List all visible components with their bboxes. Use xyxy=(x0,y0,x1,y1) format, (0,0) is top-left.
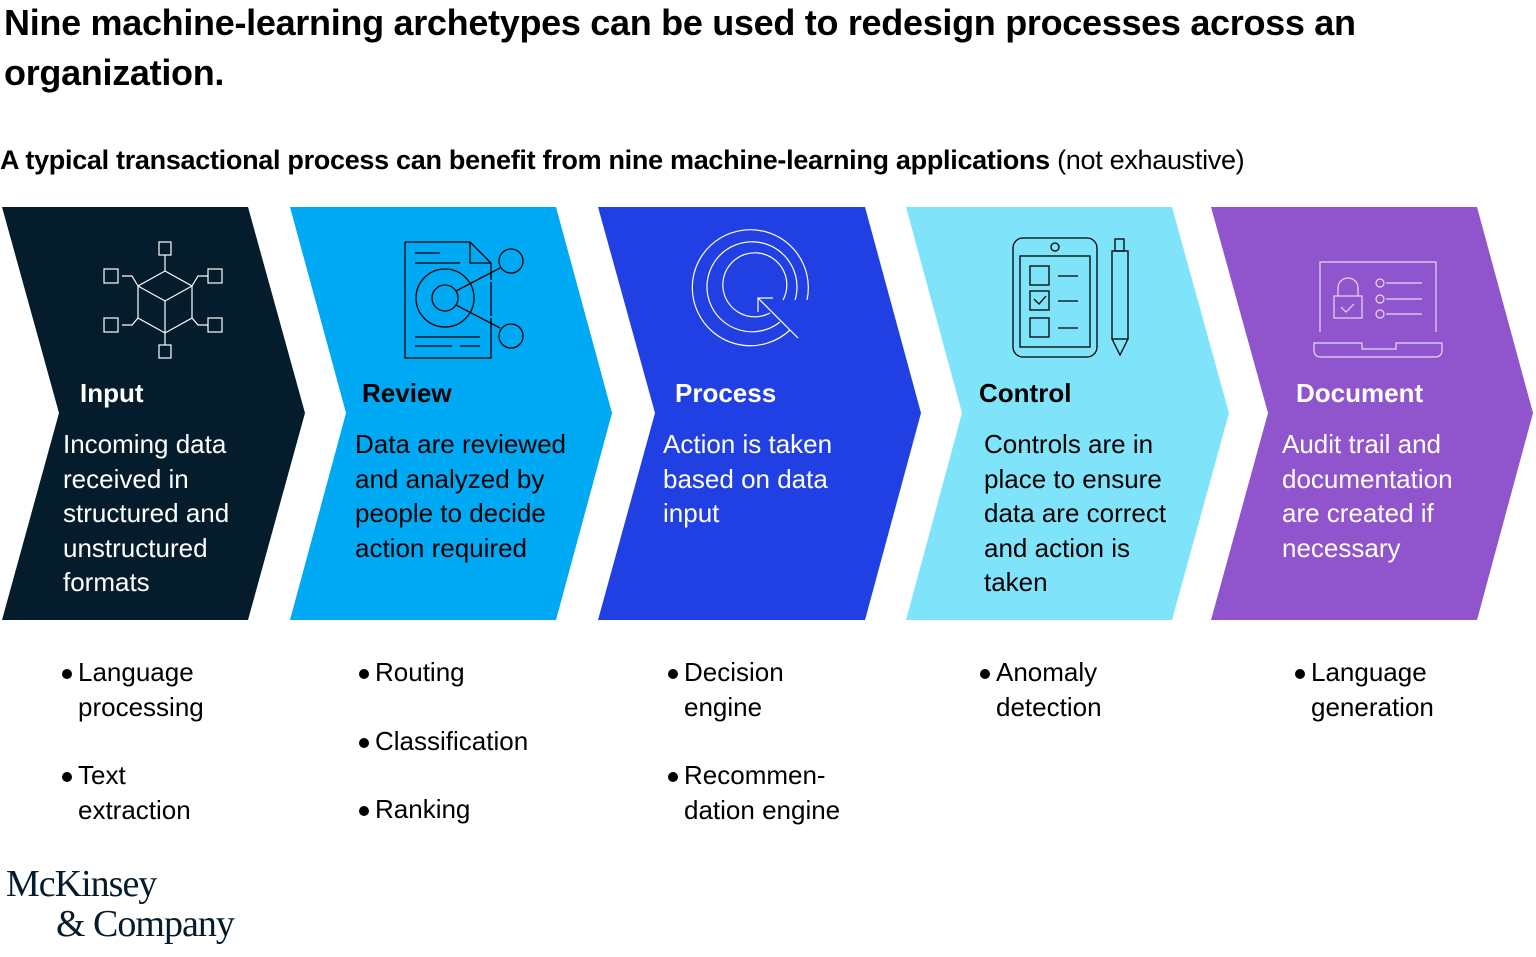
application-item: Ranking xyxy=(359,792,569,827)
subtitle-main: A typical transactional process can bene… xyxy=(0,145,1050,175)
applications-document: Language generation xyxy=(1295,655,1455,758)
application-item: Classification xyxy=(359,724,569,759)
logo-line-2: & Company xyxy=(56,903,235,945)
stage-description-control: Controls are in place to ensure data are… xyxy=(984,429,1167,597)
applications-input: Language processing Text extraction xyxy=(62,655,232,861)
application-item: Recommen-dation engine xyxy=(668,758,853,827)
chevron-review xyxy=(290,207,612,620)
application-item: Language generation xyxy=(1295,655,1455,724)
subtitle-note: (not exhaustive) xyxy=(1057,145,1245,175)
stage-title-process: Process xyxy=(675,378,777,408)
applications-review: Routing Classification Ranking xyxy=(359,655,569,861)
data-cube-network-icon xyxy=(103,241,223,359)
logo-line-1: McKinsey xyxy=(6,863,157,905)
stage-description-review: Data are reviewed and analyzed by people… xyxy=(355,429,566,563)
stage-title-input: Input xyxy=(80,378,144,408)
application-item: Routing xyxy=(359,655,569,690)
laptop-lock-list-icon xyxy=(1313,261,1443,358)
application-item: Decision engine xyxy=(668,655,794,724)
chevron-process xyxy=(598,207,921,620)
stage-title-review: Review xyxy=(362,378,452,408)
chevron-document xyxy=(1211,207,1533,620)
application-item: Anomaly detection xyxy=(980,655,1130,724)
chevron-control xyxy=(906,207,1229,620)
applications-process: Decision engine Recommen-dation engine xyxy=(668,655,853,861)
document-analysis-icon xyxy=(404,241,524,359)
stage-description-input: Incoming data received in structured and… xyxy=(63,429,230,597)
applications-control: Anomaly detection xyxy=(980,655,1130,758)
stage-title-control: Control xyxy=(979,378,1072,408)
application-item: Language processing xyxy=(62,655,232,724)
chevron-input xyxy=(2,207,305,620)
mckinsey-logo: McKinsey & Company xyxy=(6,863,235,945)
stage-title-document: Document xyxy=(1296,378,1424,408)
checklist-tablet-pen-icon xyxy=(1012,237,1129,358)
application-item: Text extraction xyxy=(62,758,232,827)
stage-description-document: Audit trail and documentation are create… xyxy=(1282,429,1453,563)
subtitle: A typical transactional process can bene… xyxy=(0,142,1245,178)
target-arrow-icon xyxy=(691,229,809,347)
page-title: Nine machine-learning archetypes can be … xyxy=(4,2,1356,93)
stage-description-process: Action is taken based on data input xyxy=(663,429,833,528)
